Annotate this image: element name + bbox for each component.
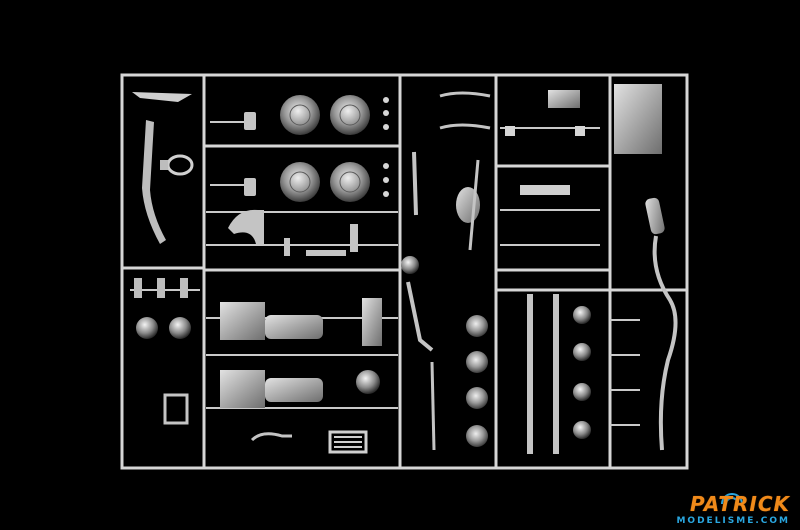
right-top-parts (505, 84, 662, 195)
sprue-frame (120, 73, 689, 470)
signal-icon (721, 493, 743, 505)
exhaust-pipe (645, 197, 678, 451)
engine-parts (220, 298, 382, 454)
watermark-brand-bottom: MODELISME.COM (676, 516, 790, 526)
watermark-logo: PATRICK MODELISME.COM (674, 492, 794, 526)
right-bottom-parts (527, 294, 591, 454)
watermark-brand-top: PATRICK (689, 492, 790, 516)
suspension-parts (401, 91, 491, 451)
wheels (280, 95, 389, 202)
small-parts (228, 112, 358, 256)
left-parts (132, 92, 194, 425)
